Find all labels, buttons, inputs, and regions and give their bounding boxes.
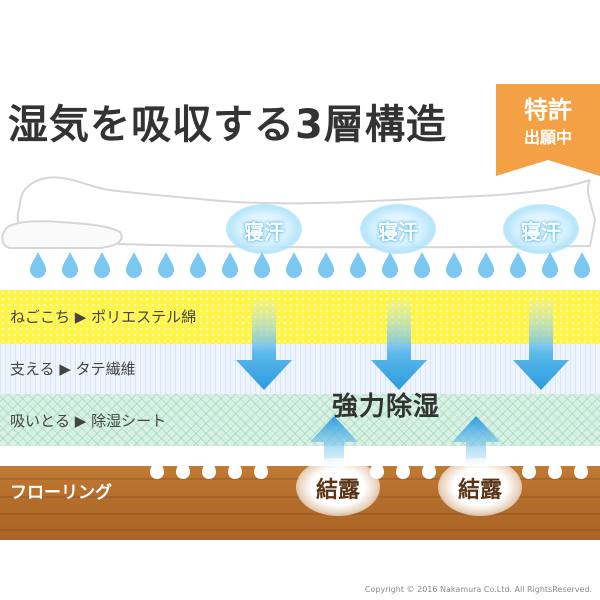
condensation-bubble-2: 結露 bbox=[438, 458, 522, 516]
condensation-bubble-1: 結露 bbox=[296, 458, 380, 516]
condensation-up-arrows bbox=[310, 416, 500, 476]
night-sweat-bubble-2: 寝汗 bbox=[360, 204, 436, 254]
night-sweat-bubble-1: 寝汗 bbox=[226, 204, 302, 254]
copyright-text: Copyright © 2016 Nakamura Co.Ltd. All Ri… bbox=[364, 585, 592, 594]
page-title: 湿気を吸収する3層構造 bbox=[8, 102, 447, 148]
floor-label: フローリング bbox=[10, 483, 112, 503]
layer-diagram: 寝汗 寝汗 寝汗 ねごこち ▶ ポリ bbox=[0, 160, 600, 580]
night-sweat-label: 寝汗 bbox=[244, 220, 284, 244]
sleeping-person-outline bbox=[1, 176, 597, 249]
down-arrow-icon bbox=[371, 300, 427, 390]
drop-icons bbox=[150, 456, 588, 479]
layer-vertical-fiber bbox=[0, 344, 600, 394]
night-sweat-label: 寝汗 bbox=[521, 220, 561, 244]
badge-line1: 特許 bbox=[524, 96, 572, 124]
down-arrow-icon bbox=[236, 300, 292, 390]
layer-dehumid-sheet bbox=[0, 394, 600, 446]
condensation-label: 結露 bbox=[457, 478, 502, 503]
badge-shape bbox=[496, 84, 600, 176]
moisture-down-arrows bbox=[236, 300, 569, 390]
night-sweat-bubble-3: 寝汗 bbox=[503, 204, 579, 254]
up-arrow-icon bbox=[452, 416, 500, 476]
up-arrow-icon bbox=[310, 416, 358, 476]
layer-label-middle: 支える ▶ タテ繊維 bbox=[10, 360, 136, 378]
drop-icons bbox=[30, 252, 590, 278]
badge-line2: 出願中 bbox=[523, 128, 572, 147]
patent-pending-badge: 特許 出願中 bbox=[496, 84, 600, 176]
condensation-drop-row bbox=[150, 456, 588, 479]
layer-label-bottom: 吸いとる ▶ 除湿シート bbox=[10, 412, 167, 430]
layer-polyester bbox=[0, 290, 600, 344]
night-sweat-label: 寝汗 bbox=[378, 220, 418, 244]
strong-dehumid-label: 強力除湿 bbox=[332, 392, 441, 422]
layer-label-top: ねごこち ▶ ポリエステル綿 bbox=[10, 308, 197, 326]
sweat-drop-row bbox=[30, 252, 590, 278]
condensation-label: 結露 bbox=[315, 478, 360, 503]
down-arrow-icon bbox=[513, 300, 569, 390]
